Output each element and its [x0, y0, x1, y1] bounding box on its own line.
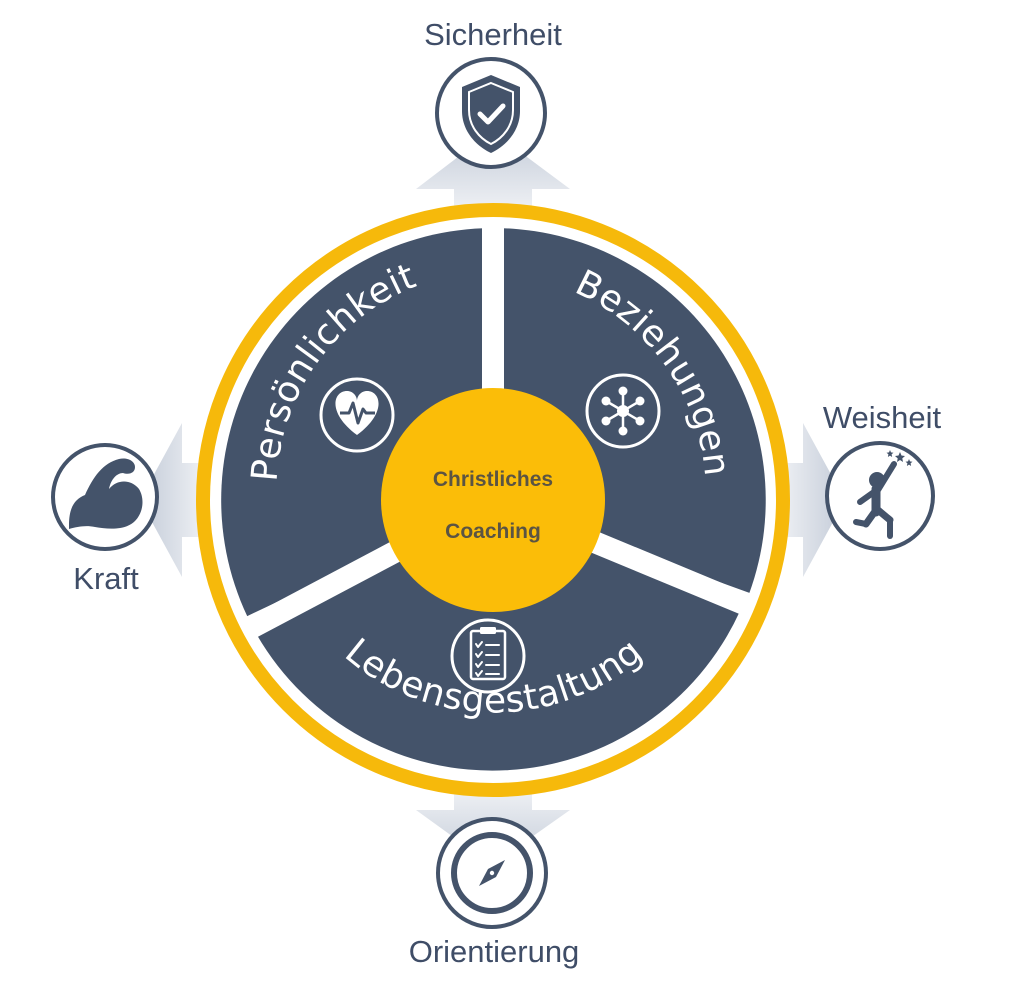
center-label-line2: Coaching [445, 520, 541, 543]
shield-check-icon [435, 57, 547, 169]
label-kraft: Kraft [73, 561, 139, 596]
arrow-right [756, 423, 845, 577]
heart-pulse-icon [319, 377, 395, 453]
label-orientierung: Orientierung [409, 934, 580, 969]
compass-icon [436, 817, 548, 929]
flexed-arm-icon [51, 443, 159, 551]
center-circle[interactable] [381, 388, 605, 612]
label-weisheit: Weisheit [823, 400, 942, 435]
checklist-icon [450, 618, 526, 694]
network-icon [585, 373, 661, 449]
label-sicherheit: Sicherheit [424, 17, 562, 52]
center-label-line1: Christliches [433, 468, 553, 491]
arrow-left [140, 423, 228, 577]
reaching-person-icon [825, 441, 935, 551]
